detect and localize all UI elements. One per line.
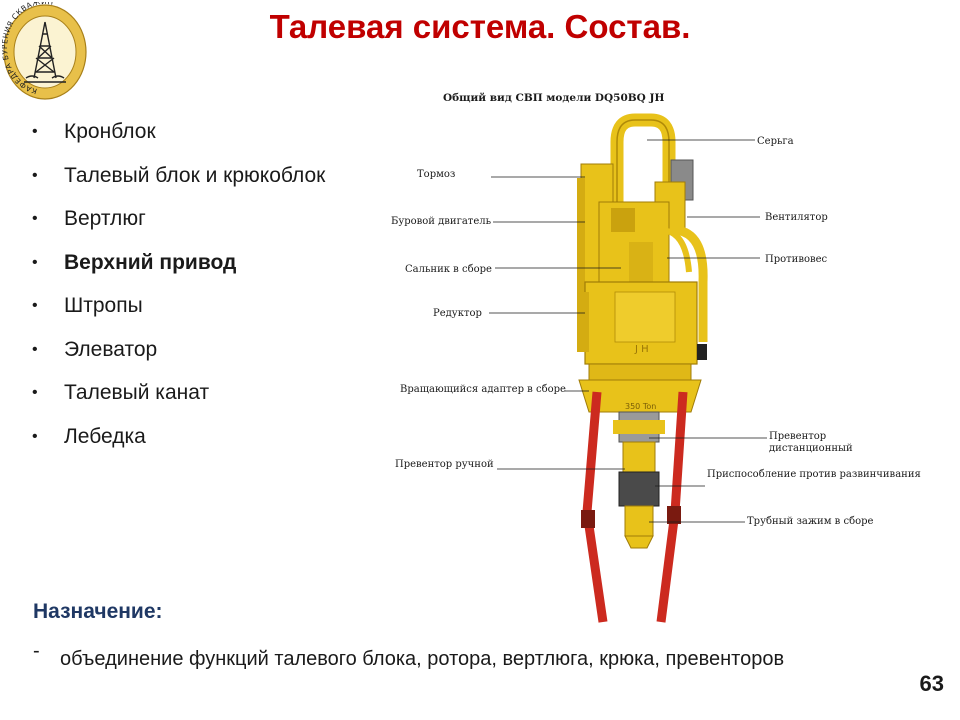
bullet-icon: •	[32, 166, 38, 184]
bullet-icon: •	[32, 253, 38, 271]
leader-lines	[489, 139, 767, 523]
gearbox-stamp: J H	[634, 344, 649, 355]
page-number: 63	[919, 671, 944, 696]
list-item: •Элеватор	[30, 328, 325, 372]
bullet-icon: •	[32, 210, 38, 227]
list-item: •Лебедка	[30, 415, 325, 459]
list-item: •Кронблок	[30, 110, 325, 154]
bullet-icon: •	[32, 340, 38, 358]
label-ventilator: Вентилятор	[765, 212, 828, 223]
label-tormoz: Тормоз	[417, 169, 455, 180]
purpose-heading: Назначение:	[33, 600, 163, 623]
connector-icon	[697, 344, 707, 360]
label-adapter: Вращающийся адаптер в сборе	[400, 384, 566, 395]
component-list: •Кронблок •Талевый блок и крюкоблок •Вер…	[30, 110, 325, 458]
label-manual-bop: Превентор ручной	[395, 459, 494, 470]
bullet-icon: •	[32, 384, 38, 401]
bullet-icon: •	[32, 297, 38, 314]
top-drive-diagram: Общий вид СВП модели DQ50BQ JH J H 350 T…	[391, 92, 921, 623]
list-item: •Штропы	[30, 284, 325, 328]
list-item: •Вертлюг	[30, 197, 325, 241]
label-remote-bop-2: дистанционный	[769, 443, 853, 454]
label-serga: Серьга	[757, 136, 794, 147]
purpose-dash: -	[33, 640, 40, 662]
label-anti-unscrew: Приспособление против развинчивания	[707, 469, 921, 480]
list-item-top-drive: •Верхний привод	[30, 241, 325, 285]
figure-title: Общий вид СВП модели DQ50BQ JH	[443, 92, 664, 104]
label-pipe-clamp: Трубный зажим в сборе	[747, 516, 874, 527]
label-reducer: Редуктор	[433, 308, 482, 319]
bullet-icon: •	[32, 427, 38, 445]
label-counterweight: Противовес	[765, 254, 828, 265]
bullet-icon: •	[32, 123, 38, 140]
derrick-icon	[24, 21, 66, 83]
diagram-labels: Серьга Тормоз Вентилятор Буровой двигате…	[391, 136, 921, 527]
top-drive-illustration: J H 350 Ton	[577, 113, 708, 623]
purpose-text: объединение функций талевого блока, рото…	[60, 648, 785, 670]
label-remote-bop-1: Превентор	[769, 431, 826, 442]
label-gland: Сальник в сборе	[405, 264, 492, 275]
slide-title: Талевая система. Состав.	[269, 8, 691, 45]
list-item: •Талевый блок и крюкоблок	[30, 154, 325, 198]
list-item: •Талевый канат	[30, 371, 325, 415]
elevator-link-left	[582, 391, 608, 623]
label-drill-motor: Буровой двигатель	[391, 216, 492, 227]
rated-load-plate: 350 Ton	[625, 402, 656, 411]
department-logo: КАФЕДРА БУРЕНИЯ СКВАЖИН	[2, 2, 87, 100]
